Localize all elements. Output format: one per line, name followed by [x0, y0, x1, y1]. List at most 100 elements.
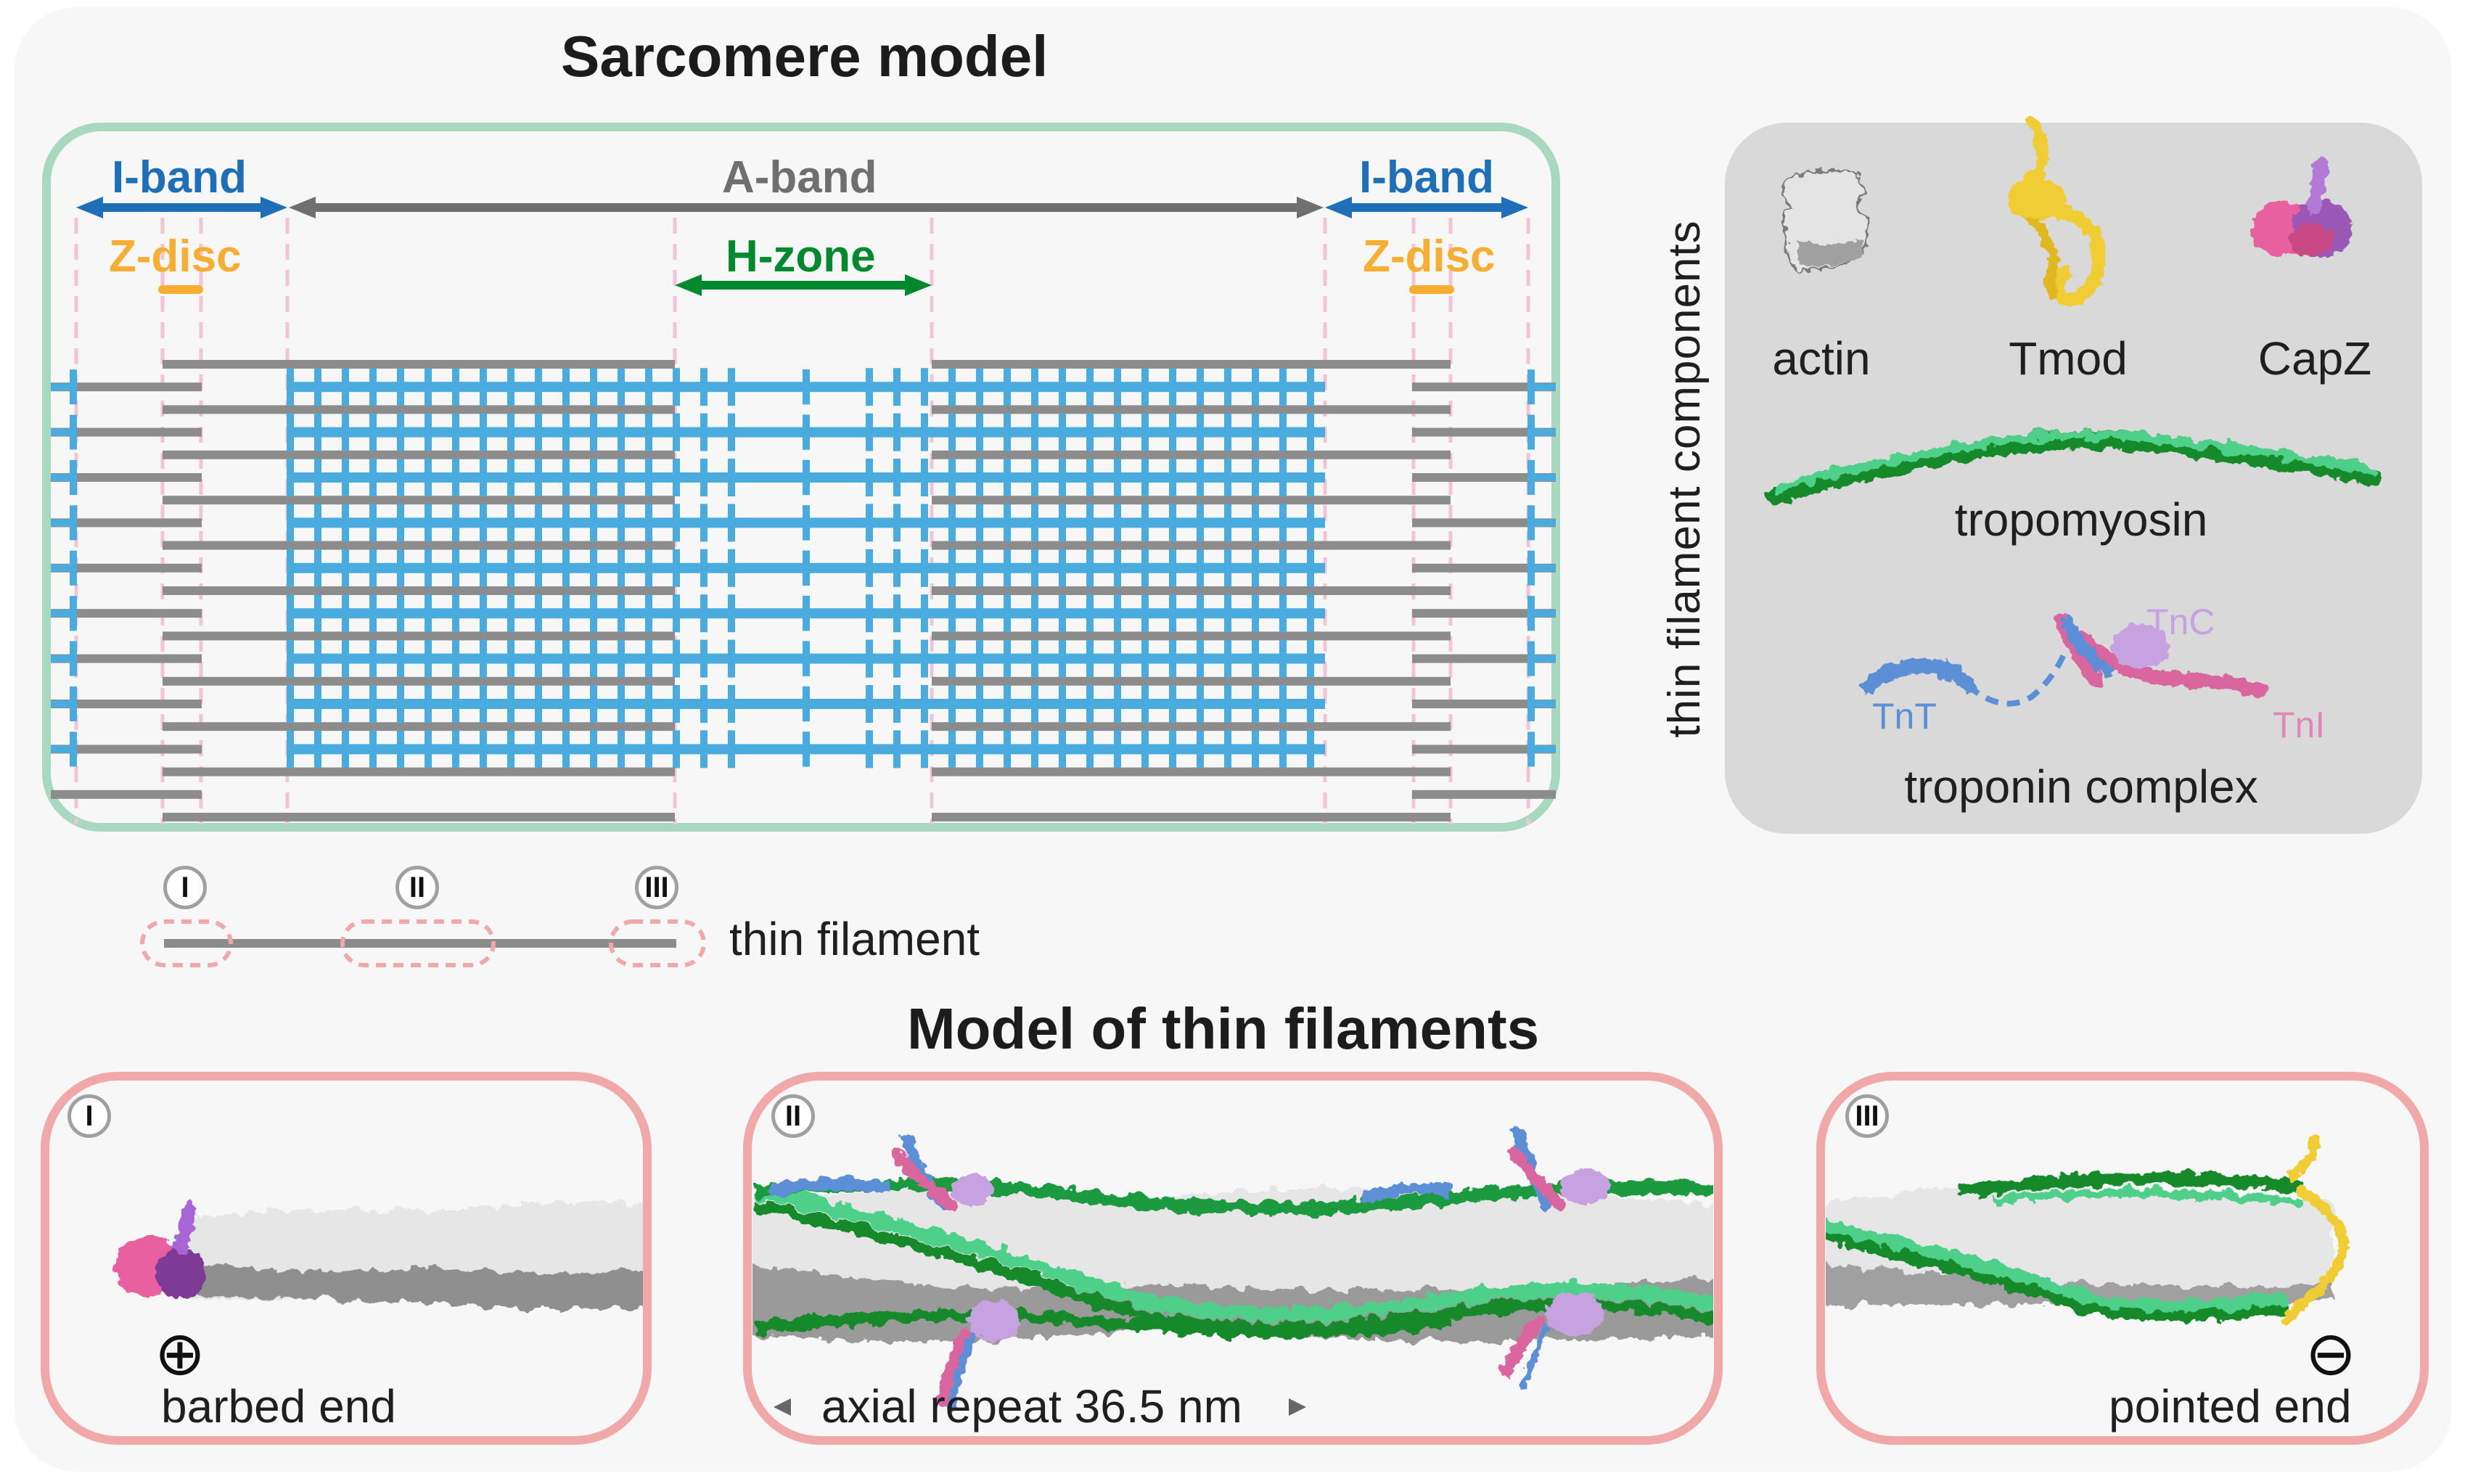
myosin-head — [866, 639, 873, 678]
myosin-head — [866, 594, 873, 633]
myosin-head — [1141, 730, 1149, 768]
panel-marker-III: III — [1845, 1094, 1889, 1138]
myosin-head — [948, 685, 956, 723]
myosin-head — [1252, 685, 1259, 723]
sarcomere-title: Sarcomere model — [561, 24, 1049, 89]
myosin-head — [866, 685, 873, 723]
tnt-segment — [1861, 657, 1976, 694]
myosin-head — [1252, 504, 1259, 542]
pointed-end-label: pointed end — [2109, 1380, 2352, 1432]
axial-repeat-left-arrow — [774, 1398, 791, 1416]
edge-thick-backbone — [1531, 519, 1556, 527]
barbed-end-symbol: ⊕ — [154, 1319, 206, 1387]
thin-filament — [932, 586, 1451, 595]
myosin-head — [342, 594, 349, 633]
thin-filament-legend — [140, 919, 706, 967]
myosin-head — [728, 730, 735, 768]
myosin-head — [1141, 459, 1149, 496]
myosin-head — [948, 639, 956, 678]
myosin-head — [1059, 594, 1066, 633]
myosin-head — [728, 639, 735, 678]
edge-thick-filament — [51, 369, 77, 405]
troponin-complex-icon — [1861, 614, 2268, 707]
m-line-link — [803, 550, 810, 586]
myosin-head — [1307, 413, 1314, 451]
myosin-head — [1169, 639, 1176, 678]
thin-filament — [932, 767, 1451, 776]
troponin-complex-label: troponin complex — [1904, 761, 2258, 813]
edge-myosin-head — [1527, 641, 1535, 676]
myosin-head — [369, 639, 377, 678]
edge-thick-backbone — [51, 428, 75, 436]
myosin-head — [893, 730, 901, 768]
band-arrows — [76, 197, 1528, 296]
thin-filament — [1412, 745, 1556, 754]
tni-label: TnI — [2273, 705, 2326, 745]
myosin-head — [866, 504, 873, 542]
edge-myosin-head — [70, 414, 77, 450]
myosin-head — [866, 549, 873, 587]
edge-myosin-head — [1527, 460, 1535, 495]
myosin-head — [1141, 594, 1149, 633]
myosin-head — [287, 549, 294, 587]
myosin-head — [673, 730, 680, 768]
myosin-head — [452, 685, 459, 723]
myosin-head — [1224, 368, 1231, 406]
myosin-head — [314, 685, 321, 723]
myosin-head — [1004, 730, 1011, 768]
edge-thick-filament — [51, 641, 77, 676]
m-line-link — [803, 369, 810, 405]
myosin-head — [866, 368, 873, 406]
myosin-head — [480, 685, 487, 723]
myosin-head — [1197, 368, 1204, 406]
h-zone-label: H-zone — [726, 231, 876, 282]
thick-filament — [287, 685, 1325, 723]
myosin-head — [1059, 685, 1066, 723]
myosin-head — [921, 685, 928, 723]
myosin-head — [452, 730, 459, 768]
myosin-head — [535, 685, 542, 723]
thick-filament — [287, 413, 1325, 451]
edge-thick-filament — [1527, 460, 1556, 495]
edge-thick-filament — [1527, 505, 1556, 541]
myosin-head — [562, 730, 570, 768]
myosin-head — [728, 459, 735, 496]
myosin-head — [948, 504, 956, 542]
thin-filament — [163, 722, 675, 731]
myosin-head — [342, 368, 349, 406]
myosin-head — [1169, 594, 1176, 633]
myosin-head — [287, 594, 294, 633]
legend-region-II — [340, 919, 496, 967]
myosin-head — [893, 639, 901, 678]
myosin-head — [1031, 549, 1038, 587]
thin-filament — [163, 767, 675, 776]
thin-filament — [1412, 563, 1556, 573]
thick-filament — [287, 459, 1325, 496]
m-line-link — [803, 731, 810, 767]
legend-marker-I: I — [163, 866, 207, 909]
myosin-head — [728, 504, 735, 542]
myosin-head — [921, 730, 928, 768]
myosin-head — [425, 594, 432, 633]
myosin-head — [425, 685, 432, 723]
thin-filament — [51, 427, 202, 437]
capz-label: CapZ — [2257, 332, 2372, 385]
myosin-head — [645, 549, 652, 587]
thin-filament — [51, 563, 202, 573]
myosin-head — [976, 368, 983, 406]
myosin-head — [369, 549, 377, 587]
edge-thick-filament — [51, 460, 77, 495]
myosin-head — [1004, 504, 1011, 542]
thin-filament — [163, 586, 675, 595]
myosin-head — [1169, 730, 1176, 768]
thick-filament — [287, 594, 1325, 633]
edge-myosin-head — [1527, 505, 1535, 541]
myosin-head — [700, 368, 708, 406]
components-side-title: thin filament components — [1660, 220, 1710, 738]
edge-thick-backbone — [51, 700, 75, 708]
thin-filament — [932, 676, 1451, 686]
myosin-head — [397, 459, 404, 496]
myosin-head — [369, 459, 377, 496]
myosin-head — [507, 504, 514, 542]
